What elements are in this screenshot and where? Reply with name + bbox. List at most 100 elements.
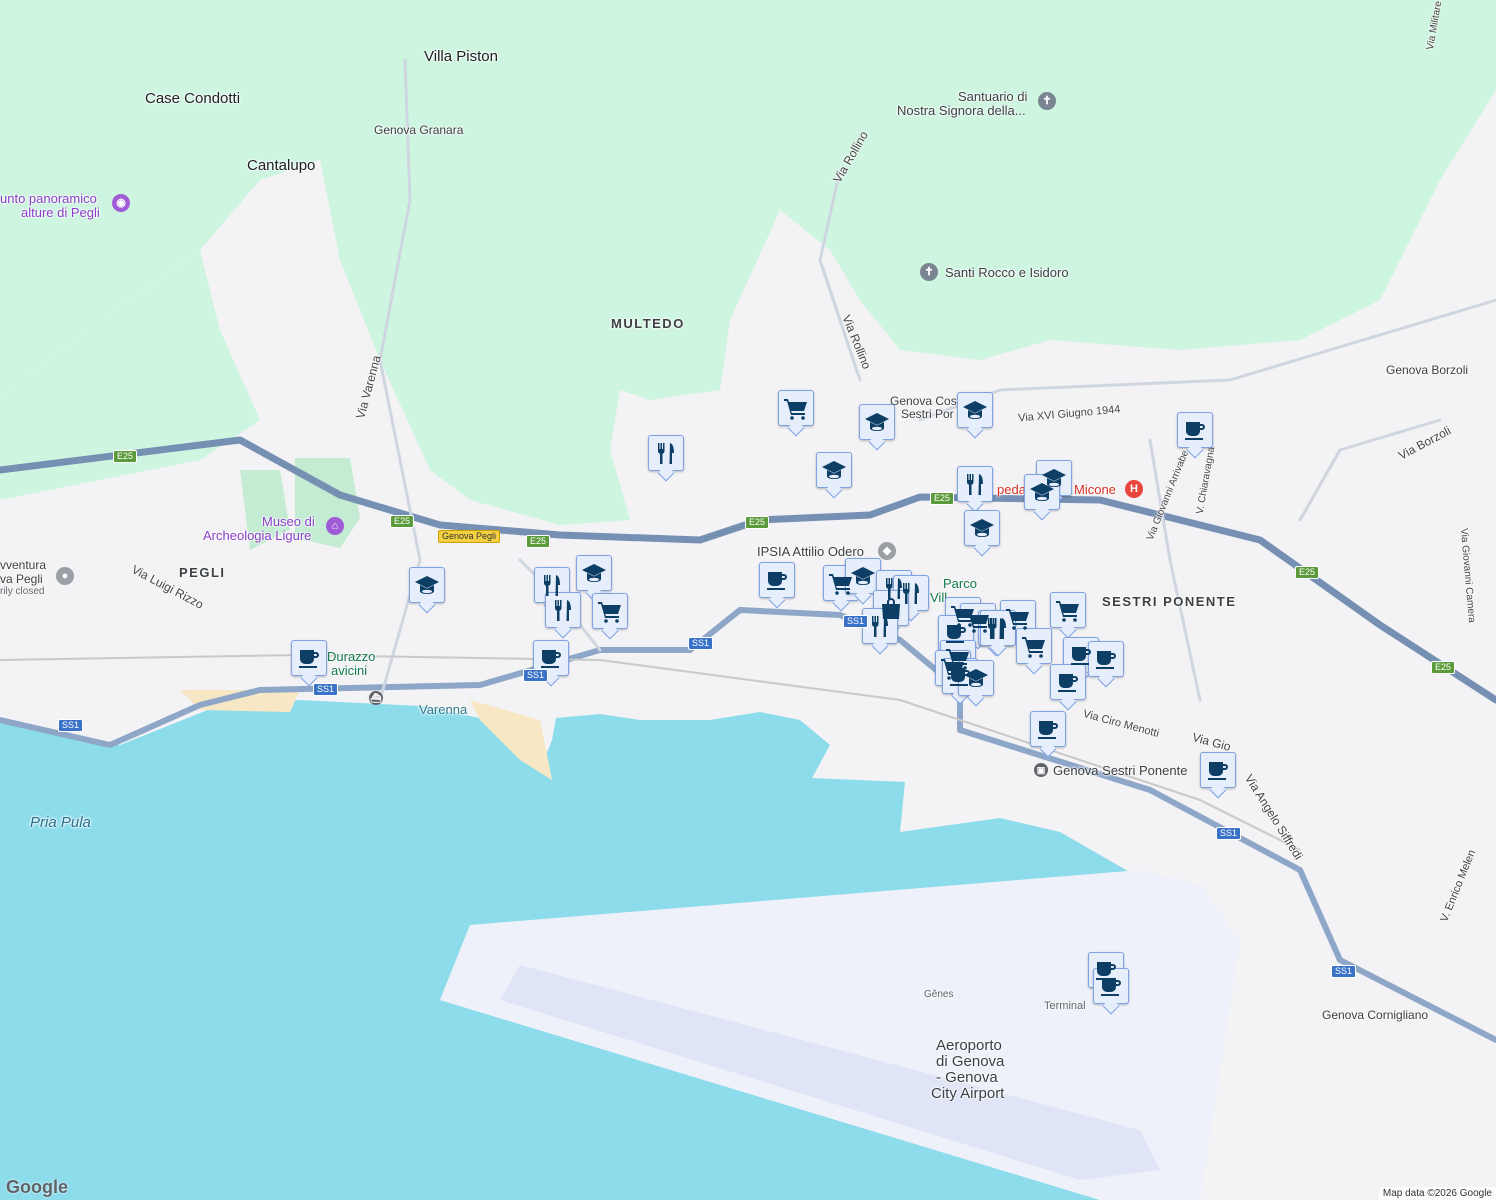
restaurant-icon: [550, 597, 576, 623]
hospital-icon[interactable]: H: [1125, 480, 1143, 498]
shopping-cart-icon: [597, 598, 623, 624]
road-shield-ss1: SS1: [1216, 827, 1242, 840]
shopping-bag-marker[interactable]: [873, 590, 909, 626]
cafe-icon: [1068, 642, 1094, 668]
label-airport-3: - Genova: [936, 1069, 998, 1086]
restaurant-marker[interactable]: [648, 435, 684, 471]
label-micone: Micone: [1074, 482, 1116, 497]
label-airport-2: di Genova: [936, 1053, 1005, 1070]
restaurant-icon: [962, 471, 988, 497]
label-varenna: Varenna: [419, 702, 468, 717]
label-avventura-status: rily closed: [0, 586, 45, 597]
cafe-icon: [538, 645, 564, 671]
cafe-marker[interactable]: [938, 615, 974, 651]
label-santuario: Santuario di: [958, 89, 1028, 104]
label-santi-rocco: Santi Rocco e Isidoro: [945, 265, 1069, 280]
school-marker[interactable]: [409, 567, 445, 603]
ferry-icon[interactable]: ⛴: [369, 691, 383, 705]
highway-shield-e25: E25: [526, 535, 551, 548]
restaurant-marker[interactable]: [957, 466, 993, 502]
runway: [500, 965, 1160, 1180]
label-sestri-ponente: SESTRI PONENTE: [1102, 594, 1237, 609]
restaurant-icon: [653, 440, 679, 466]
label-ospedale: peda: [997, 482, 1026, 497]
label-multedo: MULTEDO: [611, 316, 685, 331]
label-museo-2: Archeologia Ligure: [203, 528, 312, 543]
cafe-marker[interactable]: [1063, 637, 1099, 673]
school-marker[interactable]: [1024, 474, 1060, 510]
cafe-icon: [943, 620, 969, 646]
label-genes: Gênes: [924, 989, 954, 1000]
highway-shield-e25: E25: [113, 450, 138, 463]
map-attribution[interactable]: Map data ©2026 Google: [1378, 1187, 1496, 1200]
label-terminal: Terminal: [1044, 1000, 1086, 1012]
label-pegli: PEGLI: [179, 565, 226, 580]
label-cantalupo: Cantalupo: [247, 157, 316, 174]
label-genova-sestri-ponente: Genova Sestri Ponente: [1053, 763, 1188, 778]
school-marker[interactable]: [958, 660, 994, 696]
cafe-marker[interactable]: [1030, 711, 1066, 747]
school-icon: [414, 572, 440, 598]
restaurant-icon: [867, 613, 893, 639]
school-icon: [962, 397, 988, 423]
school-icon: [850, 563, 876, 589]
church-icon[interactable]: ✝: [1038, 92, 1056, 110]
shopping-cart-marker[interactable]: [778, 390, 814, 426]
school-icon: [969, 515, 995, 541]
road-shield-ss1: SS1: [313, 683, 339, 696]
road-shield-ss1: SS1: [1331, 965, 1357, 978]
cafe-marker[interactable]: [291, 640, 327, 676]
label-punto-panoramico: unto panoramico: [0, 191, 97, 206]
cafe-icon: [1055, 669, 1081, 695]
school-marker[interactable]: [576, 555, 612, 591]
cafe-marker[interactable]: [1088, 641, 1124, 677]
cafe-icon: [1182, 417, 1208, 443]
label-genova-cornigliano: Genova Cornigliano: [1322, 1008, 1429, 1022]
cafe-marker[interactable]: [1177, 412, 1213, 448]
highway-shield-e25: E25: [1431, 661, 1456, 674]
restaurant-marker[interactable]: [545, 592, 581, 628]
shopping-cart-marker[interactable]: [823, 565, 859, 601]
label-genova-granara: Genova Granara: [374, 123, 464, 137]
school-icon: [581, 560, 607, 586]
shopping-cart-icon: [1055, 597, 1081, 623]
school-poi-icon[interactable]: ◆: [878, 542, 896, 560]
cafe-marker[interactable]: [759, 562, 795, 598]
restaurant-icon: [985, 615, 1011, 641]
label-durazzo-2: avicini: [331, 663, 368, 678]
label-genova-borzoli: Genova Borzoli: [1386, 363, 1469, 377]
road-shield-ss1: SS1: [843, 615, 869, 628]
school-icon: [1029, 479, 1055, 505]
school-marker[interactable]: [845, 558, 881, 594]
cafe-marker[interactable]: [1093, 968, 1129, 1004]
label-avventura: vventura: [0, 558, 47, 572]
cafe-marker[interactable]: [1200, 752, 1236, 788]
attraction-icon[interactable]: ●: [56, 567, 74, 585]
shopping-cart-marker[interactable]: [1050, 592, 1086, 628]
highway-shield-e25: E25: [930, 492, 955, 505]
shopping-cart-marker[interactable]: [592, 593, 628, 629]
school-marker[interactable]: [859, 404, 895, 440]
green-hills-left: [0, 250, 260, 500]
sea: [0, 700, 1140, 1200]
highway-shield-e25: E25: [745, 516, 770, 529]
train-station-icon[interactable]: ▣: [1034, 763, 1048, 777]
viewpoint-icon[interactable]: ◉: [112, 194, 130, 212]
school-marker[interactable]: [816, 452, 852, 488]
label-genova-costa: Genova Cos: [890, 394, 957, 408]
shopping-cart-marker[interactable]: [1016, 628, 1052, 664]
label-parco: Parco: [943, 576, 977, 591]
label-pria-pula: Pria Pula: [30, 814, 91, 831]
label-villa-piston: Villa Piston: [424, 48, 498, 65]
school-icon: [963, 665, 989, 691]
school-marker[interactable]: [957, 392, 993, 428]
exit-shield: Genova Pegli: [438, 530, 501, 543]
museum-icon[interactable]: ⌂: [326, 517, 344, 535]
church-icon[interactable]: ✝: [920, 263, 938, 281]
label-durazzo: Durazzo: [327, 649, 376, 664]
label-airport-4: City Airport: [931, 1085, 1005, 1102]
restaurant-marker[interactable]: [980, 610, 1016, 646]
school-marker[interactable]: [964, 510, 1000, 546]
cafe-marker[interactable]: [1050, 664, 1086, 700]
